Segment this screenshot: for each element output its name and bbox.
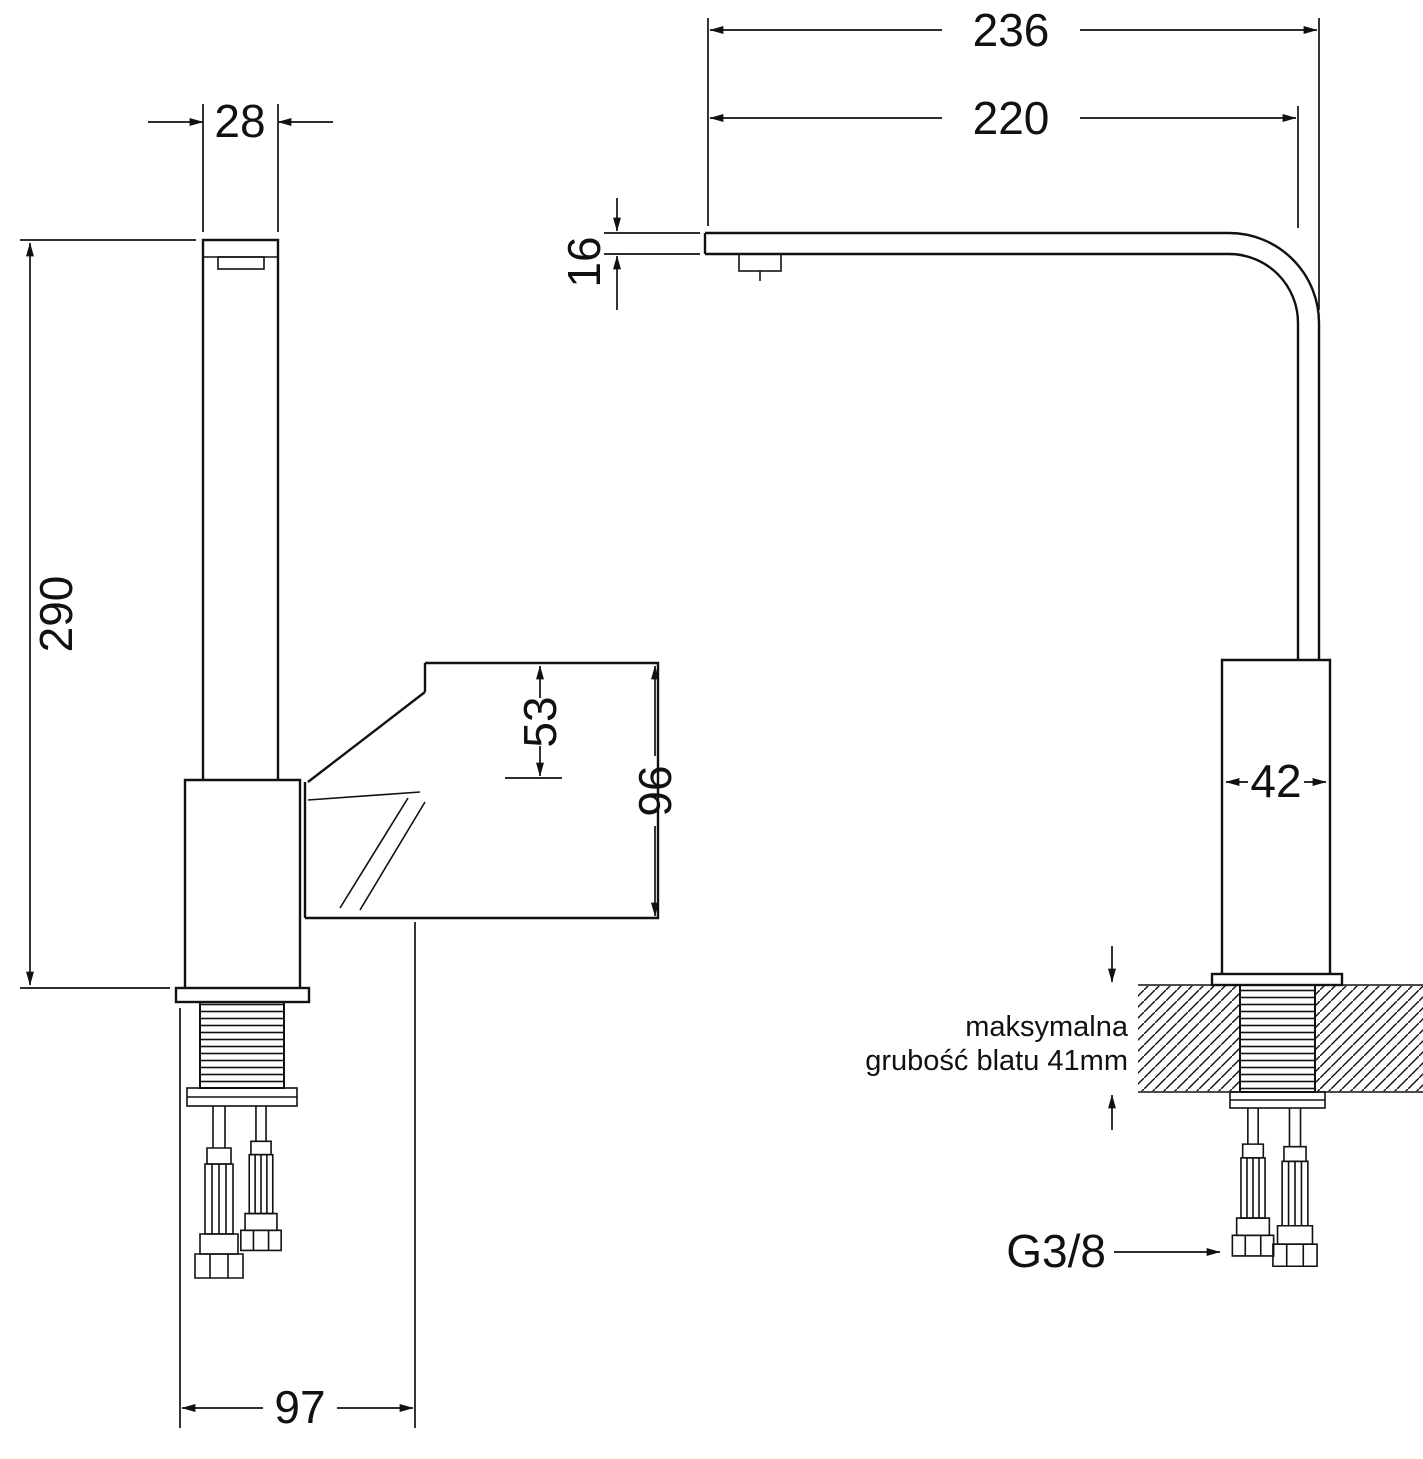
- body-flange: [1210, 972, 1344, 987]
- front-view: [703, 231, 1423, 1267]
- dim-spout-reach-label: 220: [973, 92, 1050, 144]
- side-view: [174, 238, 660, 1279]
- countertop-hatch-left: [1138, 986, 1240, 1091]
- threaded-shank-front: [1239, 984, 1316, 1093]
- thread-size-label: G3/8: [1006, 1225, 1106, 1277]
- handle-plate: [303, 661, 660, 920]
- handle-pivot-detail: [307, 791, 426, 911]
- dim-spout-thickness-label: 16: [558, 236, 610, 287]
- spout-aerator: [217, 256, 265, 270]
- dimensions: 28 290 53 96 97 236 220 16: [20, 4, 1327, 1433]
- threaded-shank: [199, 1001, 285, 1089]
- faucet-body-front: [1220, 658, 1332, 974]
- dim-total-height-label: 290: [30, 576, 82, 653]
- dim-body-width-label: 42: [1250, 755, 1301, 807]
- base-flange: [174, 986, 311, 1004]
- spout-outlet-nub: [738, 253, 782, 272]
- counter-note-line1: maksymalna: [965, 1011, 1129, 1043]
- dim-handle-offset-label: 53: [514, 696, 566, 747]
- dim-base-depth-label: 97: [274, 1381, 325, 1433]
- spout-riser: [201, 238, 280, 780]
- countertop-hatch-right: [1315, 986, 1423, 1091]
- dim-total-reach-label: 236: [973, 4, 1050, 56]
- dim-spout-width-label: 28: [214, 95, 265, 147]
- dim-handle-height-label: 96: [629, 765, 681, 816]
- counter-note-line2: grubość blatu 41mm: [865, 1045, 1128, 1077]
- spout-tube: [703, 231, 1321, 660]
- faucet-body-side: [183, 778, 302, 988]
